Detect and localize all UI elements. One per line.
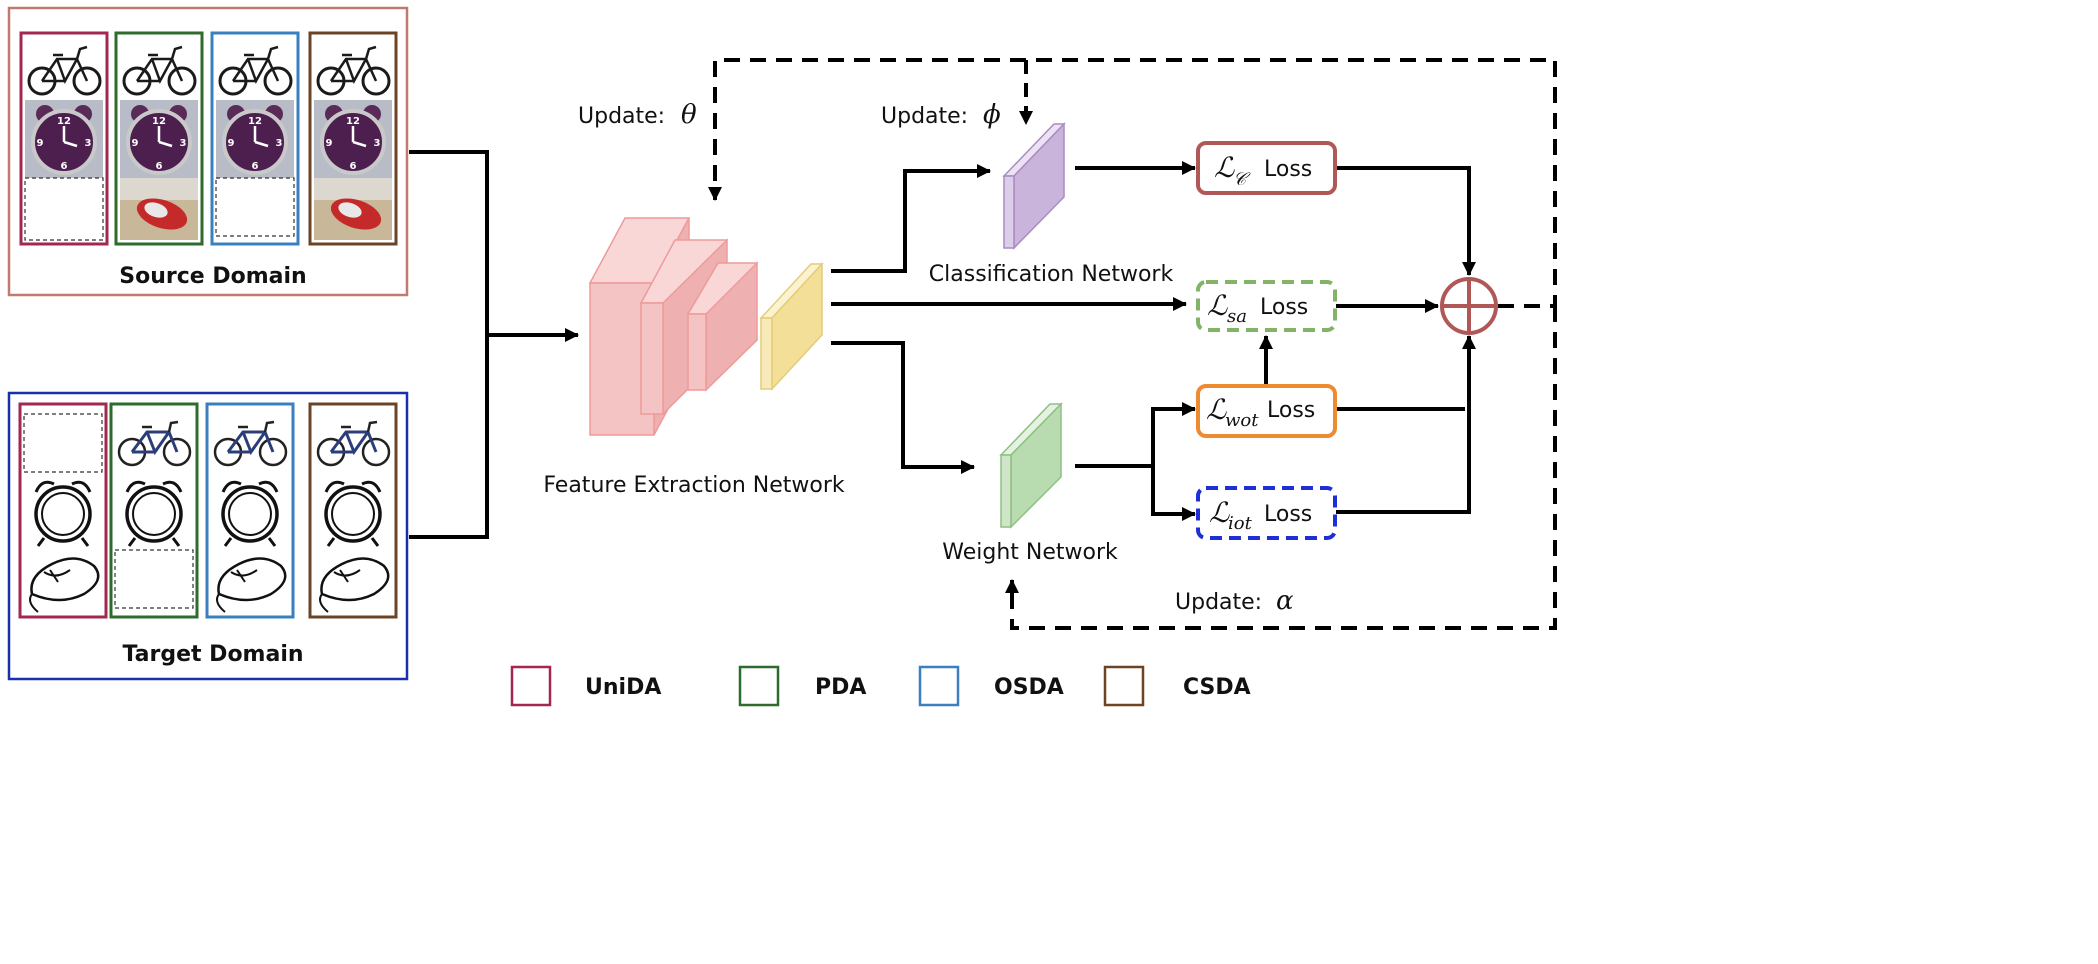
bicycle-icon	[23, 35, 105, 101]
alarm-clock-icon	[125, 480, 183, 548]
loss-word: Loss	[1264, 157, 1312, 182]
update-prefix: Update:	[578, 104, 665, 129]
update-alpha-label: Update: α	[1175, 586, 1294, 616]
update-prefix: Update:	[1175, 590, 1262, 615]
computer-mouse-icon	[318, 557, 390, 614]
loss-word: Loss	[1260, 295, 1308, 320]
bicycle-icon	[213, 420, 288, 467]
bicycle-icon	[214, 35, 296, 101]
bicycle-icon	[316, 420, 391, 467]
loss-word: Loss	[1264, 502, 1312, 527]
update-prefix: Update:	[881, 104, 968, 129]
alarm-clock-icon	[312, 98, 394, 180]
source-column-osda	[210, 31, 300, 246]
update-feedback-loop	[708, 58, 1557, 630]
source-column-csda	[308, 31, 398, 246]
target-column-pda	[109, 402, 199, 619]
bicycle-icon	[312, 35, 394, 101]
legend-swatch	[918, 665, 960, 707]
target-domain-label: Target Domain	[122, 642, 303, 667]
loss-subscript: iot	[1228, 513, 1253, 534]
computer-mouse-icon	[314, 178, 392, 240]
legend-label: CSDA	[1183, 675, 1251, 700]
update-symbol: α	[1276, 586, 1294, 616]
legend-swatch	[510, 665, 552, 707]
source-column-pda	[114, 31, 204, 246]
legend-item-pda: PDA	[738, 665, 866, 707]
computer-mouse-icon	[215, 557, 287, 614]
update-symbol: ϕ	[983, 100, 1001, 130]
legend: UniDA PDA OSDA CSDA	[510, 665, 1251, 707]
sum-node-icon	[1440, 277, 1498, 335]
loss-wot-box: ℒ wot Loss	[1196, 384, 1337, 438]
alarm-clock-icon	[23, 98, 105, 180]
legend-item-unida: UniDA	[510, 665, 661, 707]
loss-symbol: ℒ	[1214, 151, 1235, 184]
empty-slot	[23, 413, 103, 473]
legend-swatch	[1103, 665, 1145, 707]
loss-symbol: ℒ	[1206, 393, 1227, 426]
legend-label: UniDA	[585, 675, 661, 700]
target-column-csda	[308, 402, 398, 619]
feature-extraction-label: Feature Extraction Network	[543, 473, 845, 498]
empty-slot	[24, 177, 104, 241]
legend-item-csda: CSDA	[1103, 665, 1251, 707]
classification-network: Classification Network	[929, 122, 1174, 287]
domain-merge-connector	[409, 150, 579, 539]
source-domain-label: Source Domain	[119, 264, 306, 289]
source-column-unida	[19, 31, 109, 246]
flow-arrows	[831, 161, 1476, 521]
update-symbol: θ	[681, 100, 697, 130]
legend-item-osda: OSDA	[918, 665, 1064, 707]
loss-subscript: sa	[1227, 306, 1247, 327]
target-column-unida	[18, 402, 108, 619]
alarm-clock-icon	[324, 480, 382, 548]
alarm-clock-icon	[214, 98, 296, 180]
loss-subscript: wot	[1225, 410, 1259, 431]
uda-framework-diagram: 12 6 9 3	[7, 6, 1557, 707]
target-column-osda	[205, 402, 295, 619]
alarm-clock-icon	[34, 480, 92, 548]
computer-mouse-icon	[28, 557, 100, 614]
classification-label: Classification Network	[929, 262, 1174, 287]
update-theta-label: Update: θ	[578, 100, 697, 130]
alarm-clock-icon	[118, 98, 200, 180]
loss-word: Loss	[1267, 398, 1315, 423]
source-domain-panel: Source Domain	[7, 6, 409, 297]
legend-swatch	[738, 665, 780, 707]
legend-label: PDA	[815, 675, 866, 700]
alarm-clock-icon	[221, 480, 279, 548]
feature-output-block	[760, 317, 773, 390]
loss-c-box: ℒ 𝒞 Loss	[1196, 141, 1337, 195]
conv-block	[640, 302, 664, 415]
update-phi-label: Update: ϕ	[881, 100, 1001, 130]
weight-network-label: Weight Network	[942, 540, 1118, 565]
conv-block	[687, 313, 707, 391]
loss-symbol: ℒ	[1209, 496, 1230, 529]
loss-symbol: ℒ	[1207, 289, 1228, 322]
weight-network: Weight Network	[942, 402, 1118, 565]
target-domain-panel: Target Domain	[7, 391, 409, 681]
bicycle-icon	[118, 35, 200, 101]
legend-label: OSDA	[994, 675, 1064, 700]
empty-slot	[215, 177, 295, 237]
empty-slot	[114, 549, 194, 609]
bicycle-icon	[117, 420, 192, 467]
loss-sa-box: ℒ sa Loss	[1196, 280, 1337, 332]
loss-iot-box: ℒ iot Loss	[1196, 486, 1337, 540]
computer-mouse-icon	[120, 178, 198, 240]
feature-extraction-network: Feature Extraction Network	[543, 217, 845, 498]
